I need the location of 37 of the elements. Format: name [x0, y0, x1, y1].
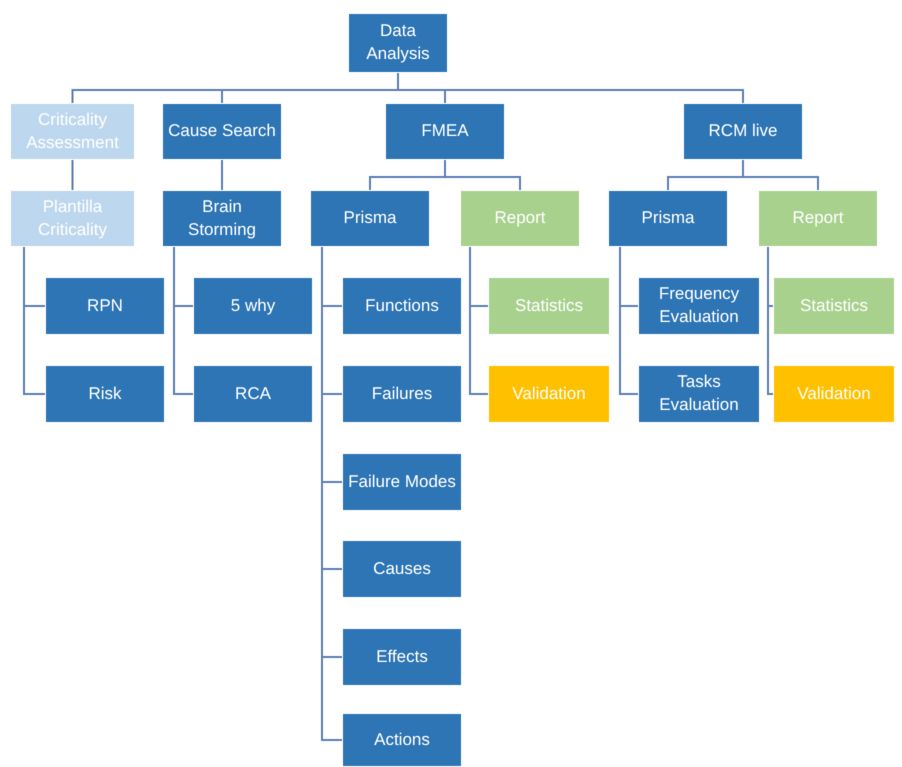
- connector-line: [72, 160, 74, 190]
- process-box: Cause Search: [162, 103, 282, 160]
- process-box: Brain Storming: [162, 190, 282, 247]
- connector-line: [444, 160, 521, 190]
- process-box: Statistics: [488, 277, 610, 335]
- process-box: Tasks Evaluation: [638, 365, 760, 423]
- process-box: Causes: [342, 540, 462, 598]
- connector-line: [221, 160, 223, 190]
- connector-line: [173, 247, 193, 395]
- process-box: Frequency Evaluation: [638, 277, 760, 335]
- connector-line: [397, 73, 744, 103]
- connector-line: [619, 247, 638, 395]
- process-box: RCA: [193, 365, 313, 423]
- process-box: 5 why: [193, 277, 313, 335]
- process-box: Functions: [342, 277, 462, 335]
- process-box: Validation: [773, 365, 895, 423]
- process-box: Report: [758, 190, 878, 247]
- process-box: Prisma: [310, 190, 430, 247]
- connector-line: [469, 247, 488, 395]
- process-box: Risk: [45, 365, 165, 423]
- process-box: RPN: [45, 277, 165, 335]
- process-box: Failure Modes: [342, 453, 462, 511]
- process-box: Actions: [342, 713, 462, 767]
- process-box: Report: [460, 190, 580, 247]
- process-box: Failures: [342, 365, 462, 423]
- process-box: RCM live: [683, 103, 803, 160]
- process-box: Data Analysis: [348, 13, 448, 73]
- process-box: Validation: [488, 365, 610, 423]
- process-box: Plantilla Criticality: [10, 190, 135, 247]
- process-box: FMEA: [385, 103, 505, 160]
- connector-line: [767, 247, 773, 395]
- connector-line: [742, 160, 819, 190]
- process-box: Prisma: [608, 190, 728, 247]
- process-box: Statistics: [773, 277, 895, 335]
- process-box: Criticality Assessment: [10, 103, 135, 160]
- process-box: Effects: [342, 628, 462, 686]
- connector-line: [23, 247, 45, 395]
